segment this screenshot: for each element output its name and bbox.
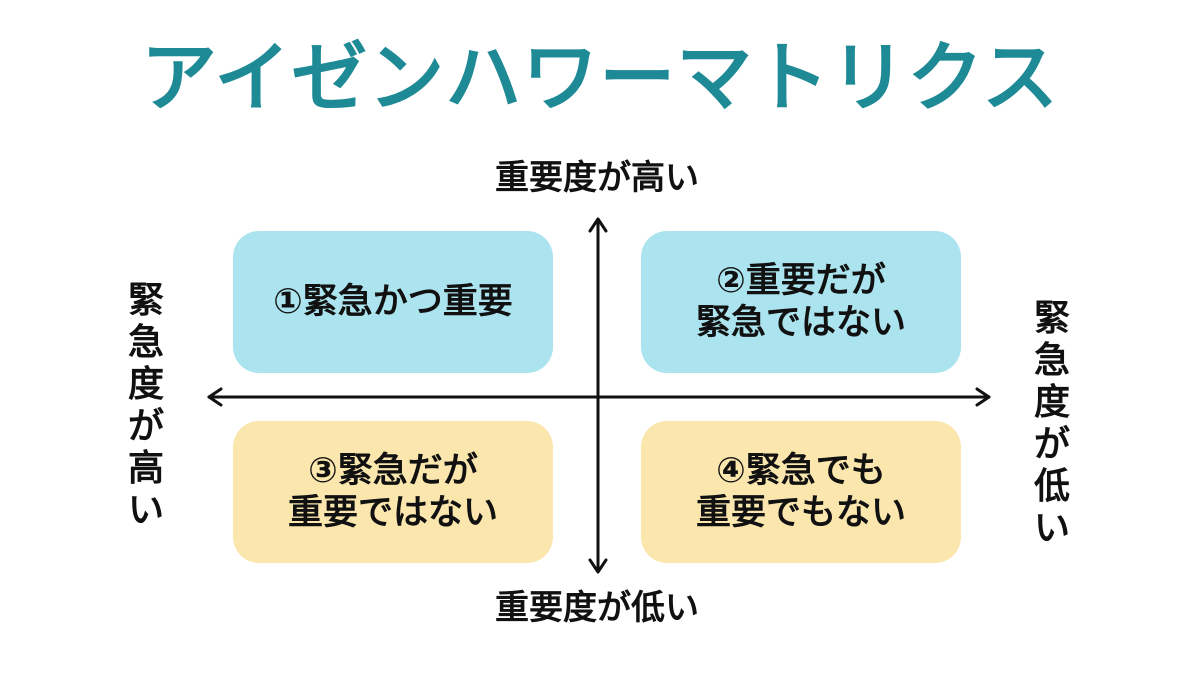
axis-label-right: 緊急度が低い <box>1033 298 1070 549</box>
axis-label-bottom: 重要度が低い <box>495 588 699 628</box>
quadrant-not-urgent-important: ②重要だが 緊急ではない <box>641 231 961 373</box>
quadrant-urgent-important: ①緊急かつ重要 <box>233 231 553 373</box>
quadrant-not-urgent-not-important: ④緊急でも 重要でもない <box>641 421 961 563</box>
quadrant-4-line-1: ④緊急でも <box>716 451 886 491</box>
quadrant-3-line-1: ③緊急だが <box>308 451 478 491</box>
quadrant-2-line-2: 緊急ではない <box>695 303 906 343</box>
axis-label-left: 緊急度が高い <box>127 280 164 531</box>
quadrant-2-line-1: ②重要だが <box>716 261 886 301</box>
axis-label-top: 重要度が高い <box>495 158 699 198</box>
quadrant-4-line-2: 重要でもない <box>695 493 906 533</box>
quadrant-urgent-not-important: ③緊急だが 重要ではない <box>233 421 553 563</box>
quadrant-3-line-2: 重要ではない <box>287 493 498 533</box>
horizontal-axis-arrow <box>207 387 991 407</box>
page-title: アイゼンハワーマトリクス <box>141 33 1059 122</box>
quadrant-1-line-1: ①緊急かつ重要 <box>273 282 513 322</box>
